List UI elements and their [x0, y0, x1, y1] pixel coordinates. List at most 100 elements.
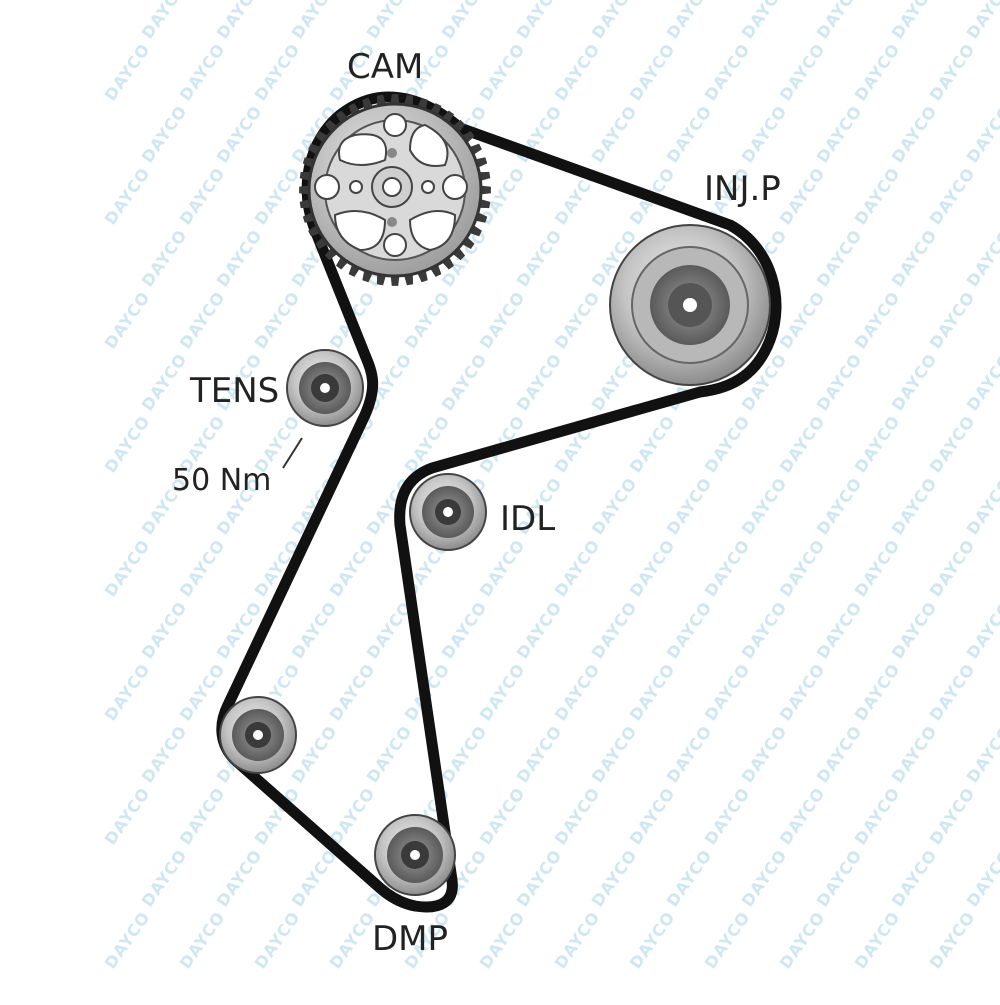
watermark-text: DAYCO — [101, 536, 154, 601]
watermark-text: DAYCO — [138, 598, 191, 663]
watermark-text: DAYCO — [776, 288, 829, 353]
watermark-text: DAYCO — [738, 722, 791, 787]
damper-pulley — [374, 814, 456, 896]
cam-small-hole — [387, 217, 397, 227]
cam-spoke-window — [333, 210, 387, 252]
watermark-text: DAYCO — [363, 0, 416, 42]
watermark-text: DAYCO — [476, 536, 529, 601]
watermark-text: DAYCO — [963, 102, 1000, 167]
watermark-text: DAYCO — [476, 40, 529, 105]
watermark-text: DAYCO — [888, 226, 941, 291]
watermark-text: DAYCO — [551, 40, 604, 105]
watermark-text: DAYCO — [963, 598, 1000, 663]
watermark-text: DAYCO — [701, 536, 754, 601]
watermark-text: DAYCO — [363, 722, 416, 787]
watermark-text: DAYCO — [513, 846, 566, 911]
watermark-text: DAYCO — [813, 102, 866, 167]
damper-pulley-center — [410, 850, 420, 860]
watermark-text: DAYCO — [138, 226, 191, 291]
watermark-text: DAYCO — [288, 598, 341, 663]
cam-bolt-hole — [383, 233, 407, 257]
watermark-text: DAYCO — [551, 660, 604, 725]
watermark-text: DAYCO — [963, 846, 1000, 911]
watermark-text: DAYCO — [551, 536, 604, 601]
watermark-text: DAYCO — [926, 784, 979, 849]
watermark-text: DAYCO — [738, 0, 791, 42]
watermark-text: DAYCO — [776, 784, 829, 849]
watermark-text: DAYCO — [626, 660, 679, 725]
watermark-text: DAYCO — [888, 846, 941, 911]
watermark-text: DAYCO — [176, 784, 229, 849]
watermark-text: DAYCO — [588, 722, 641, 787]
watermark-text: DAYCO — [401, 288, 454, 353]
watermark-text: DAYCO — [288, 0, 341, 42]
watermark-text: DAYCO — [476, 288, 529, 353]
watermark-text: DAYCO — [813, 474, 866, 539]
watermark-text: DAYCO — [438, 0, 491, 42]
watermark-text: DAYCO — [888, 474, 941, 539]
watermark-text: DAYCO — [851, 784, 904, 849]
cam-center-hole — [382, 177, 402, 197]
watermark-text: DAYCO — [138, 846, 191, 911]
tensioner-pulley-center — [320, 383, 330, 393]
watermark-text: DAYCO — [213, 0, 266, 42]
watermark-text: DAYCO — [288, 846, 341, 911]
watermark-text: DAYCO — [813, 226, 866, 291]
watermark-text: DAYCO — [476, 660, 529, 725]
watermark-text: DAYCO — [213, 102, 266, 167]
watermark-text: DAYCO — [888, 350, 941, 415]
watermark-text: DAYCO — [776, 40, 829, 105]
torque-leader-line — [282, 437, 303, 469]
watermark-text: DAYCO — [851, 164, 904, 229]
cam-small-hole — [349, 180, 363, 194]
watermark-text: DAYCO — [513, 722, 566, 787]
watermark-text: DAYCO — [851, 536, 904, 601]
idler-pulley — [409, 473, 487, 551]
watermark-text: DAYCO — [513, 598, 566, 663]
watermark-text: DAYCO — [326, 660, 379, 725]
watermark-text: DAYCO — [888, 0, 941, 42]
watermark-text: DAYCO — [738, 598, 791, 663]
watermark-text: DAYCO — [851, 288, 904, 353]
watermark-text: DAYCO — [663, 598, 716, 663]
watermark-text: DAYCO — [551, 288, 604, 353]
watermark-text: DAYCO — [101, 288, 154, 353]
watermark-text: DAYCO — [776, 536, 829, 601]
watermark-text: DAYCO — [138, 350, 191, 415]
tensioner-torque-label: 50 Nm — [172, 463, 272, 498]
watermark-text: DAYCO — [926, 164, 979, 229]
watermark-text: DAYCO — [176, 908, 229, 973]
watermark-text: DAYCO — [963, 350, 1000, 415]
watermark-text: DAYCO — [813, 722, 866, 787]
watermark-text: DAYCO — [213, 846, 266, 911]
watermark-text: DAYCO — [701, 908, 754, 973]
watermark-text: DAYCO — [851, 40, 904, 105]
cam-small-hole — [421, 180, 435, 194]
watermark-text: DAYCO — [888, 722, 941, 787]
cam-spoke-window — [408, 123, 449, 167]
watermark-text: DAYCO — [663, 102, 716, 167]
watermark-text: DAYCO — [776, 660, 829, 725]
watermark-text: DAYCO — [513, 0, 566, 42]
watermark-text: DAYCO — [588, 598, 641, 663]
watermark-text: DAYCO — [476, 784, 529, 849]
watermark-text: DAYCO — [588, 0, 641, 42]
damper-label: DMP — [372, 919, 449, 959]
watermark-text: DAYCO — [551, 908, 604, 973]
watermark-text: DAYCO — [101, 40, 154, 105]
watermark-text: DAYCO — [513, 226, 566, 291]
lower-idler-pulley-center — [253, 730, 263, 740]
watermark-text: DAYCO — [326, 536, 379, 601]
watermark-text: DAYCO — [326, 784, 379, 849]
injection-pump-pulley — [609, 224, 771, 386]
watermark-text: DAYCO — [251, 288, 304, 353]
watermark-text: DAYCO — [626, 536, 679, 601]
cam-small-hole — [387, 148, 397, 158]
cam-bolt-hole — [314, 174, 340, 200]
watermark-text: DAYCO — [663, 846, 716, 911]
watermark-text: DAYCO — [888, 102, 941, 167]
cam-bolt-hole — [442, 174, 468, 200]
watermark-text: DAYCO — [926, 536, 979, 601]
tensioner-pulley — [286, 349, 364, 427]
